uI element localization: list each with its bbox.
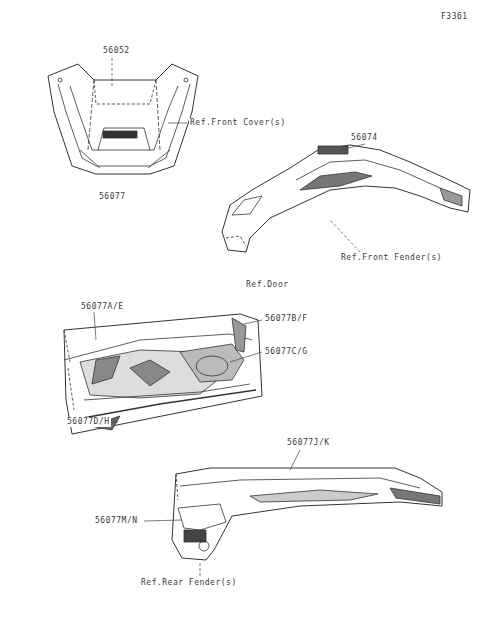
front-fender-drawing xyxy=(222,145,470,252)
callout-label: 56052 xyxy=(102,46,131,56)
callout-label: 56077B/F xyxy=(264,314,309,324)
front-cover-drawing xyxy=(48,64,198,174)
callout-label: 56077A/E xyxy=(80,302,125,312)
callout-label: 56077D/H xyxy=(66,417,111,427)
rear-fender-drawing xyxy=(172,468,442,560)
door-drawing xyxy=(64,314,262,434)
leader-lines xyxy=(94,58,365,576)
callout-label: 56077J/K xyxy=(286,438,331,448)
callout-label: 56077 xyxy=(98,192,127,202)
figure-number: F3361 xyxy=(440,12,469,22)
callout-label: Ref.Front Fender(s) xyxy=(340,253,443,263)
callout-label: Ref.Rear Fender(s) xyxy=(140,578,238,588)
callout-label: 56077M/N xyxy=(94,516,139,526)
callout-label: Ref.Front Cover(s) xyxy=(189,118,287,128)
callout-label: 56077C/G xyxy=(264,347,309,357)
callout-label: 56074 xyxy=(350,133,379,143)
callout-label: Ref.Door xyxy=(245,280,290,290)
